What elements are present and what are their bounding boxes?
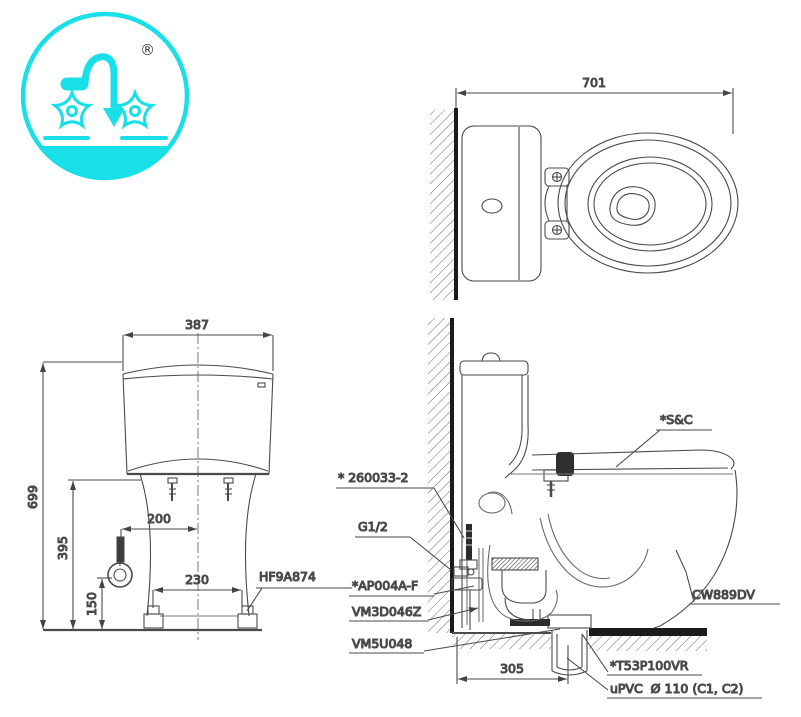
rim-section	[478, 492, 506, 514]
brand-logo: ®	[20, 11, 190, 181]
dim-699-label: 699	[25, 485, 40, 509]
label-drain-pipe: uPVC Ø 110 (C1, C2)	[610, 681, 743, 696]
label-fill-valve: VM3D046Z	[352, 604, 421, 619]
dim-150-label: 150	[84, 592, 99, 616]
seat-cover-side	[508, 449, 735, 476]
dim-395-label: 395	[55, 536, 70, 560]
bolt-cap-left	[143, 605, 164, 629]
floor-slab	[589, 628, 707, 636]
callout-supply-thread: G1/2	[355, 518, 452, 571]
drain-pipe	[551, 630, 588, 676]
dim-305-label: 305	[500, 661, 524, 676]
bowl-profile	[653, 469, 738, 629]
front-view: 387 699 395 150 200 230	[24, 316, 352, 640]
dim-230-label: 230	[185, 572, 209, 587]
callout-model: CW889DV	[675, 549, 780, 605]
label-angle-valve: *AP004A-F	[352, 578, 418, 593]
callout-flush-valve: VM5U048	[349, 628, 561, 654]
label-supply-thread: G1/2	[358, 519, 388, 534]
dim-701-label: 701	[582, 75, 606, 90]
label-fixing-bolt: * 260033-2	[338, 470, 408, 485]
callout-bolt-cap: HF9A874	[246, 568, 352, 612]
dim-699: 699	[24, 361, 122, 629]
gasket	[491, 557, 539, 571]
dim-230: 230	[152, 571, 243, 608]
top-view: 701	[430, 74, 739, 300]
callout-seat-cover: *S&C	[615, 411, 712, 468]
flush-button-plan	[481, 198, 503, 214]
dim-395: 395	[54, 479, 141, 629]
flower-icon-left	[50, 88, 94, 130]
label-outlet-socket: *T53P100VR	[610, 658, 689, 673]
dim-200-label: 200	[147, 511, 171, 526]
flower-icon-right	[113, 88, 157, 130]
dim-150: 150	[83, 577, 112, 629]
callout-fill-valve: VM3D046Z	[349, 603, 479, 622]
tank-bolt-right	[223, 477, 234, 501]
wall-hatching-side	[428, 318, 452, 633]
dim-387: 387	[122, 316, 274, 371]
faucet-icon	[60, 53, 125, 127]
registered-mark: ®	[140, 41, 155, 59]
callout-angle-valve: *AP004A-F	[349, 577, 475, 597]
side-view: 305 * 260033-2 G1/2 *AP004A-F VM3D046Z V…	[336, 318, 780, 699]
tank-side-button	[257, 382, 266, 388]
dim-701: 701	[455, 74, 734, 134]
callout-fixing-bolt: * 260033-2	[336, 469, 465, 539]
supply-shutoff	[107, 536, 133, 588]
dim-387-label: 387	[185, 317, 209, 332]
label-model: CW889DV	[692, 587, 755, 602]
down-arrow-icon	[103, 108, 125, 127]
label-bolt-cap: HF9A874	[259, 569, 316, 584]
dim-200: 200	[120, 510, 197, 541]
label-flush-valve: VM5U048	[352, 636, 412, 651]
tank-side	[459, 352, 529, 628]
outlet-socket	[504, 597, 592, 629]
wall-hatching	[430, 110, 456, 300]
seat-hinge-plan	[544, 167, 570, 240]
callout-drain-pipe: uPVC Ø 110 (C1, C2)	[566, 657, 762, 699]
logo-basin	[40, 146, 170, 179]
callout-outlet-socket: *T53P100VR	[581, 633, 702, 676]
label-seat-cover: *S&C	[660, 412, 693, 427]
bolt-cap-right	[237, 605, 258, 629]
dim-305: 305	[456, 637, 569, 684]
seat-hinge-side	[556, 452, 574, 476]
water-spot	[609, 186, 656, 226]
tank-bolt-left	[167, 477, 178, 501]
